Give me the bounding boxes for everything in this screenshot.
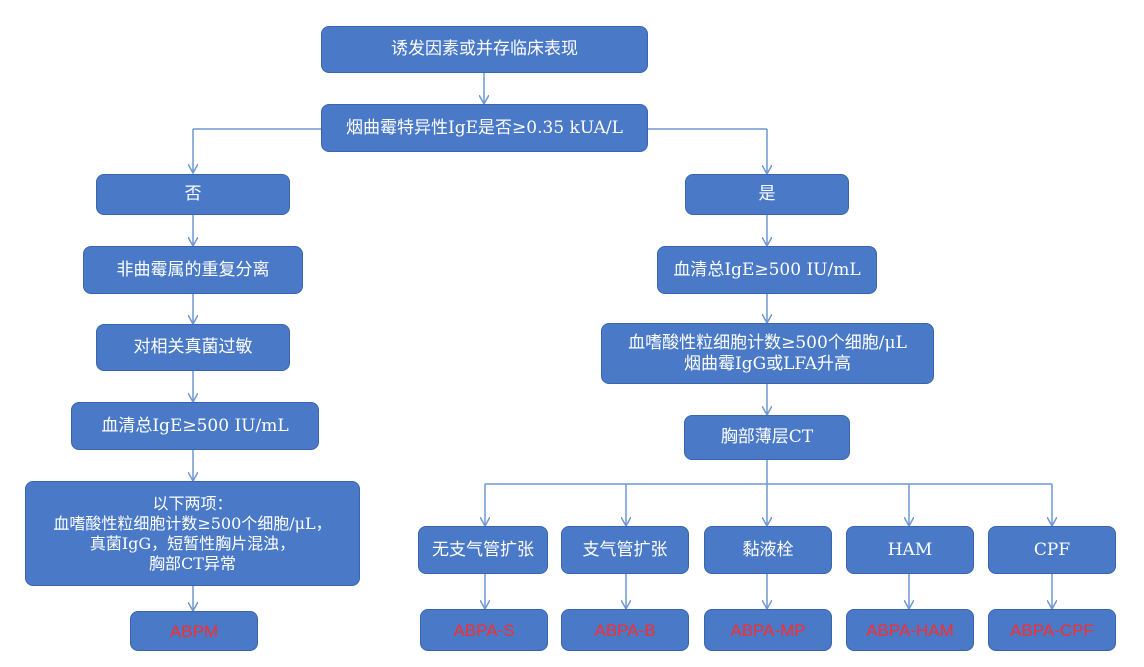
node-ige-test: 烟曲霉特异性IgE是否≥0.35 kUA/L [321,104,648,152]
two-items-line-2: 血嗜酸性粒细胞计数≥500个细胞/μL， [53,513,332,533]
node-left-total-ige-label: 血清总IgE≥500 IU/mL [101,415,289,436]
result-abpa-s: ABPA-S [420,609,548,651]
node-top-label: 诱发因素或并存临床表现 [391,39,578,59]
two-items-line-1: 以下两项： [152,493,233,513]
two-items-line-3: 真菌IgG，短暂性胸片混浊， [89,533,296,553]
node-yes-label: 是 [758,184,776,204]
result-abpa-cpf: ABPA-CPF [988,609,1116,651]
node-top: 诱发因素或并存临床表现 [321,26,648,73]
node-two-items: 以下两项： 血嗜酸性粒细胞计数≥500个细胞/μL， 真菌IgG，短暂性胸片混浊… [25,481,360,586]
result-abpa-mp: ABPA-MP [704,609,832,651]
result-2-label: ABPA-B [594,620,656,640]
node-fungal-allergy: 对相关真菌过敏 [96,324,290,371]
finding-2-label: 支气管扩张 [582,539,668,560]
result-abpm-label: ABPM [169,621,219,641]
two-items-line-4: 胸部CT异常 [149,553,236,573]
result-abpm: ABPM [130,611,258,651]
node-left-total-ige: 血清总IgE≥500 IU/mL [71,402,319,450]
result-abpa-ham: ABPA-HAM [846,609,974,651]
result-4-label: ABPA-HAM [866,620,954,640]
result-3-label: ABPA-MP [730,620,806,640]
node-non-aspergillus-label: 非曲霉属的重复分离 [116,259,270,280]
node-fungal-allergy-label: 对相关真菌过敏 [133,337,253,357]
node-right-total-ige-label: 血清总IgE≥500 IU/mL [673,259,861,280]
finding-mucus-plug: 黏液栓 [704,526,832,574]
finding-3-label: 黏液栓 [742,539,794,560]
node-chest-ct: 胸部薄层CT [684,415,850,460]
result-1-label: ABPA-S [453,620,515,640]
result-abpa-b: ABPA-B [561,609,689,651]
finding-cpf: CPF [988,526,1116,574]
node-eosinophil: 血嗜酸性粒细胞计数≥500个细胞/μL 烟曲霉IgG或LFA升高 [601,323,934,384]
node-chest-ct-label: 胸部薄层CT [720,427,814,447]
finding-4-label: HAM [887,539,933,560]
eosinophil-line-2: 烟曲霉IgG或LFA升高 [683,353,852,374]
node-right-total-ige: 血清总IgE≥500 IU/mL [657,246,877,294]
finding-ham: HAM [846,526,974,574]
result-5-label: ABPA-CPF [1010,620,1094,640]
node-no-label: 否 [184,184,202,204]
node-no: 否 [96,174,290,215]
node-non-aspergillus: 非曲霉属的重复分离 [83,246,303,294]
finding-bronchiectasis: 支气管扩张 [561,526,689,574]
node-ige-test-label: 烟曲霉特异性IgE是否≥0.35 kUA/L [346,117,623,138]
finding-1-label: 无支气管扩张 [432,539,534,560]
finding-5-label: CPF [1033,539,1071,560]
eosinophil-line-1: 血嗜酸性粒细胞计数≥500个细胞/μL [628,332,907,353]
node-yes: 是 [685,174,849,215]
finding-no-bronchiectasis: 无支气管扩张 [418,526,548,574]
